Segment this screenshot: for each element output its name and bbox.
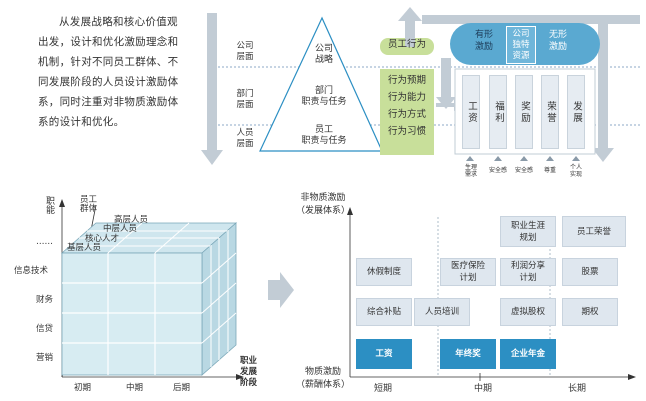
intangible-incentive: 无形 激励: [548, 30, 567, 52]
unique-resource: 公司 独特 资源: [506, 26, 536, 64]
cube-y-it: 信息技术: [14, 266, 49, 276]
matrix-x-mid: 中期: [474, 384, 493, 394]
bar-honor: 荣誉: [541, 75, 559, 149]
cube-x-mid: 中期: [126, 383, 144, 393]
row-label-department: 部门 层面: [236, 89, 254, 110]
behavior-title: 员工行为: [387, 39, 426, 50]
matrix-axes: [347, 207, 636, 381]
box-options: 期权: [562, 298, 618, 326]
box-stock: 股票: [562, 258, 618, 286]
matrix-x-short: 短期: [374, 384, 393, 394]
box-career-planning: 职业生涯 规划: [500, 216, 556, 247]
bar-development: 发展: [567, 75, 585, 149]
cube-y-dots: ……: [36, 237, 53, 247]
row-label-staff: 人员 层面: [236, 128, 254, 149]
need-self-actualization: 个人 实现: [569, 164, 582, 178]
row-label-company: 公司 层面: [236, 41, 254, 62]
cube-y-finance: 财务: [36, 295, 54, 305]
need-security-1: 安全感: [488, 167, 507, 174]
box-leave-system: 休假制度: [356, 258, 412, 286]
matrix-y-top-title: 非物质激励 （发展体系）: [295, 193, 350, 216]
bar-reward: 奖励: [515, 75, 533, 149]
box-allowance: 综合补贴: [356, 298, 412, 326]
box-year-end-bonus: 年终奖: [440, 339, 496, 369]
box-profit-sharing: 利润分享 计划: [500, 258, 556, 286]
intro-paragraph: 从发展战略和核心价值观出发，设计和优化激励理念和机制，针对不同员工群体、不同发展…: [38, 16, 179, 128]
matrix-y-bottom-title: 物质激励 （薪酬体系）: [295, 367, 350, 390]
cube-x-late: 后期: [173, 383, 191, 393]
need-respect: 尊重: [543, 167, 556, 174]
cube-diagram: [59, 199, 244, 380]
cube-z-junior: 基层人员: [67, 243, 102, 253]
bar-salary: 工资: [462, 75, 480, 149]
cube-x-early: 初期: [74, 383, 92, 393]
box-virtual-equity: 虚拟股权: [500, 298, 556, 326]
cube-z-senior: 高层人员: [114, 215, 149, 225]
box-training: 人员培训: [414, 298, 470, 326]
tangible-incentive: 有形 激励: [474, 30, 493, 52]
box-employee-honor: 员工荣誉: [562, 216, 626, 247]
cube-y-title: 职能: [44, 196, 54, 214]
behavior-list: 行为预期 行为能力 行为方式 行为习惯: [387, 75, 426, 137]
box-enterprise-annuity: 企业年金: [500, 339, 556, 369]
cube-x-title: 职业 发展 阶段: [240, 356, 258, 388]
need-physiology: 生理 需求: [464, 164, 477, 178]
cube-z-core: 核心人才: [85, 234, 120, 244]
matrix-x-long: 长期: [568, 384, 587, 394]
pyramid-dept-duty: 部门 职责与任务: [301, 86, 347, 107]
pyramid-staff-duty: 员工 职责与任务: [301, 125, 347, 146]
box-medical-insurance: 医疗保险 计划: [440, 258, 496, 286]
cube-y-marketing: 营销: [36, 353, 54, 363]
transition-arrow-icon: [268, 272, 294, 308]
box-salary: 工资: [356, 339, 412, 369]
cube-y-credit: 信贷: [36, 324, 54, 334]
pyramid-company-strategy: 公司 战略: [314, 44, 333, 65]
bar-welfare: 福利: [489, 75, 507, 149]
cube-z-title: 员工 群体: [80, 195, 98, 214]
cube-z-middle: 中层人员: [103, 224, 138, 234]
need-security-2: 安全感: [514, 167, 533, 174]
